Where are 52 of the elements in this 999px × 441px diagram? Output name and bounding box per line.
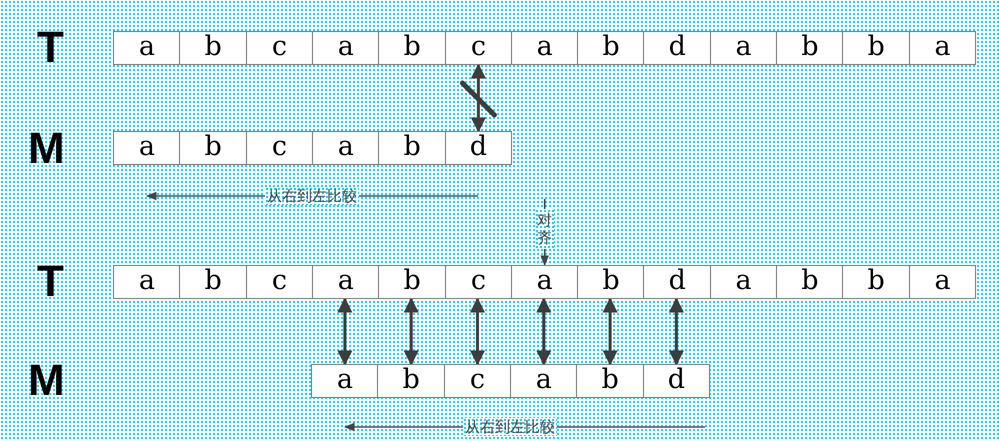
letter-cell: b: [378, 265, 446, 299]
letter-cell: b: [776, 31, 844, 65]
letter-cell: b: [576, 364, 644, 398]
letter-cell: b: [776, 265, 844, 299]
letter-cell: a: [113, 31, 181, 65]
letter-cell: b: [842, 265, 910, 299]
arrow: [404, 298, 419, 366]
letter-cell: d: [643, 265, 712, 299]
letter-cell: a: [312, 31, 380, 65]
arrow: [470, 64, 486, 132]
letter-cell: b: [179, 31, 248, 65]
letter-cell: c: [444, 31, 512, 65]
letter-cell: a: [908, 31, 976, 65]
letter-cell: b: [179, 131, 248, 165]
letter-cell: b: [378, 131, 446, 165]
letter-cell: a: [113, 265, 181, 299]
edge-label: 对齐: [535, 209, 554, 249]
arrow: [337, 298, 352, 366]
letter-cell: a: [311, 364, 379, 398]
row-label: T: [37, 260, 64, 304]
arrow: [536, 298, 552, 366]
letter-cell: c: [444, 364, 512, 398]
letter-cell: b: [577, 31, 645, 65]
letter-cell: b: [842, 31, 910, 65]
arrow: [602, 298, 618, 366]
letter-cell: c: [444, 265, 512, 299]
letter-cell: a: [710, 265, 778, 299]
letter-cell: b: [377, 364, 446, 398]
letter-cell: b: [179, 265, 248, 299]
letter-cell: a: [113, 131, 181, 165]
letter-cell: c: [246, 131, 314, 165]
letter-cell: d: [444, 131, 512, 165]
letter-cell: b: [577, 265, 645, 299]
arrow: [470, 298, 485, 366]
direction-label: 从右到左比较: [265, 187, 359, 205]
direction-label: 从右到左比较: [463, 418, 557, 436]
letter-cell: c: [246, 31, 314, 65]
letter-cell: a: [312, 265, 380, 299]
letter-cell: a: [312, 131, 380, 165]
letter-cell: d: [642, 364, 710, 398]
letter-cell: a: [710, 31, 778, 65]
letter-cell: d: [643, 31, 712, 65]
letter-cell: c: [246, 265, 314, 299]
arrow: [668, 298, 684, 366]
letter-cell: a: [510, 31, 579, 65]
letter-cell: b: [378, 31, 446, 65]
row-label: T: [37, 26, 64, 70]
row-label: M: [28, 359, 65, 403]
letter-cell: a: [908, 265, 976, 299]
letter-cell: a: [510, 265, 579, 299]
row-label: M: [28, 127, 65, 171]
letter-cell: a: [510, 364, 578, 398]
